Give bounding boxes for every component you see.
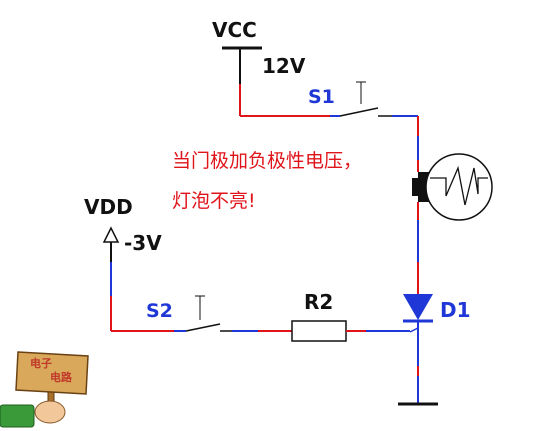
vdd-label: VDD [84,195,133,219]
switch-s1 [339,81,418,117]
vcc-label: VCC [212,18,257,42]
s2-label: S2 [146,300,173,322]
annotation-line-2: 灯泡不亮! [172,190,256,212]
vdd-terminal [102,226,120,262]
logo-sign-icon [0,351,89,428]
lamp-icon [412,153,493,221]
r2-label: R2 [304,290,334,314]
logo-text-line-1: 电子 [30,357,52,370]
switch-s2 [185,295,292,332]
vdd-voltage-label: -3V [124,231,162,255]
resistor-r2 [291,320,347,342]
wire-vdd-to-s2 [110,262,186,332]
s1-label: S1 [308,86,335,108]
annotation-line-1: 当门极加负极性电压， [172,150,363,172]
wire-vcc-to-s1 [239,84,340,117]
vcc-terminal [222,46,262,84]
d1-label: D1 [440,298,471,322]
thyristor-d1 [403,294,433,333]
logo-text-line-2: 电路 [50,371,72,384]
vcc-voltage-label: 12V [262,54,306,78]
